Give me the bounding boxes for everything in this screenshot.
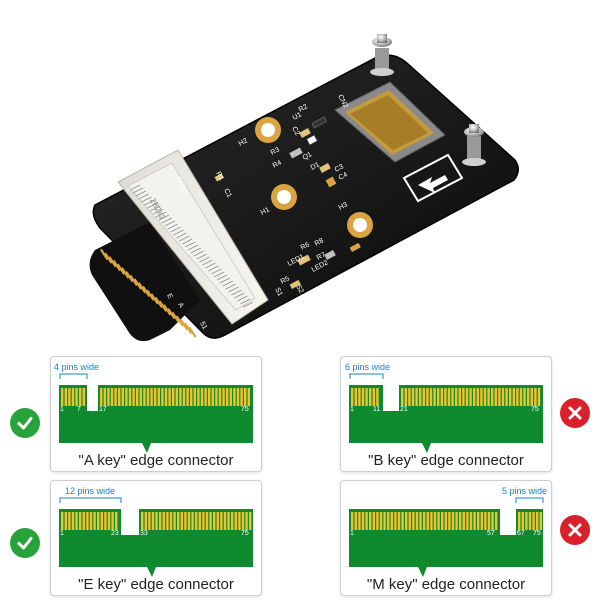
- width-label-a: 4 pins wide: [54, 362, 100, 372]
- silk-h4: H4: [352, 53, 363, 63]
- silk-r1: R1: [214, 171, 224, 182]
- pins-left-e: [61, 512, 118, 530]
- pins-right-b: [401, 388, 541, 406]
- pin-num-e-left-end: 23: [111, 530, 119, 537]
- check-icon: [10, 408, 40, 438]
- silk-a-mark: A: [176, 302, 185, 310]
- pcb-shape-b: [349, 385, 543, 453]
- silk-c4: C4: [338, 171, 349, 181]
- connector-diagram-e: [59, 497, 253, 577]
- adapter-board-illustration: CN1 CN2 H1 H2 H3 H4 R1 R2 R3 R4 C1 C2 S1…: [89, 34, 519, 342]
- sim-card-holder: [334, 81, 446, 163]
- silk-c3: C3: [334, 163, 345, 173]
- pin-num-m-last: 75: [533, 530, 541, 537]
- pin-num-m-left-end: 57: [487, 530, 495, 537]
- width-label-m: 5 pins wide: [502, 486, 548, 496]
- silk-h2: H2: [238, 137, 249, 147]
- pin-num-a-right-start: 17: [99, 406, 107, 413]
- silk-s1: S1: [273, 287, 283, 298]
- pin-num-e-first: 1: [60, 530, 64, 537]
- connector-diagram-b: [349, 373, 543, 453]
- silk-h3: H3: [338, 201, 349, 211]
- silk-d1: D1: [310, 161, 321, 171]
- connector-diagram-a: [59, 373, 253, 453]
- mounting-hole-h3: [347, 212, 373, 238]
- silk-r2: R2: [298, 103, 309, 113]
- caption-m-key: "M key" edge connector: [366, 576, 526, 593]
- silk-r4: R4: [272, 159, 283, 169]
- pins-right-e: [141, 512, 252, 530]
- mini-pcie-slot: [117, 149, 269, 325]
- silk-r5: R5: [280, 275, 291, 285]
- silk-r6: R6: [300, 241, 311, 251]
- pins-left-a: [61, 388, 85, 406]
- pin-num-e-right-start: 33: [140, 530, 148, 537]
- pins-right-m: [518, 512, 542, 530]
- bracket-b: [349, 373, 384, 379]
- pcb-shape-m: [349, 509, 543, 577]
- caption-a-key: "A key" edge connector: [78, 452, 234, 469]
- connector-panel-a-key: 4 pins wide 1 7 17 75 "A key" edge conne…: [50, 356, 262, 472]
- pin-num-a-first: 1: [60, 406, 64, 413]
- silk-e-mark: E: [165, 293, 174, 301]
- caption-b-key: "B key" edge connector: [368, 452, 524, 469]
- silk-r3: R3: [270, 146, 281, 156]
- x-icon: [560, 515, 590, 545]
- check-icon: [10, 528, 40, 558]
- silk-c2: C2: [290, 126, 300, 137]
- mounting-hole-h1: [271, 184, 297, 210]
- pins-left-b: [351, 388, 379, 406]
- connector-panel-b-key: 6 pins wide 1 11 21 75 "B key" edge conn…: [340, 356, 552, 472]
- edge-connector-gold-fingers: [100, 248, 197, 338]
- pin-num-m-right-start: 67: [517, 530, 525, 537]
- pin-num-a-left-end: 7: [77, 406, 81, 413]
- silk-pin-end: 51: [198, 321, 208, 331]
- pin-num-b-last: 75: [531, 406, 539, 413]
- width-label-b: 6 pins wide: [345, 362, 391, 372]
- standoff-screw-top: [370, 34, 394, 76]
- caption-e-key: "E key" edge connector: [78, 576, 234, 593]
- silk-u1: U1: [292, 111, 303, 121]
- silk-h1: H1: [260, 206, 271, 216]
- pin-num-m-first: 1: [350, 530, 354, 537]
- pin-num-b-left-end: 11: [373, 406, 381, 413]
- smd-components: [214, 116, 361, 289]
- x-icon: [560, 398, 590, 428]
- mounting-hole-h2: [255, 117, 281, 143]
- silk-s2: S2: [294, 284, 304, 295]
- pins-right-a: [100, 388, 250, 406]
- pin-num-a-last: 75: [241, 406, 249, 413]
- bracket-e: [59, 497, 122, 503]
- connector-panel-m-key: 5 pins wide 1 57 67 75 "M key" edge conn…: [340, 480, 552, 596]
- silk-c1: C1: [222, 188, 232, 199]
- connector-panel-e-key: 12 pins wide 1 23 33 75 "E key" edge con…: [50, 480, 262, 596]
- connector-diagram-m: [349, 497, 544, 577]
- bracket-m: [515, 497, 544, 503]
- pin-num-b-right-start: 21: [400, 406, 408, 413]
- bracket-a: [59, 373, 88, 379]
- pin-num-e-last: 75: [241, 530, 249, 537]
- silk-r8: R8: [314, 237, 325, 247]
- arrow-left-icon: [402, 153, 464, 203]
- silk-q1: Q1: [302, 151, 314, 162]
- edge-connector-tab: [89, 222, 200, 342]
- standoff-screw-right: [462, 124, 486, 166]
- silk-r7: R7: [316, 251, 327, 261]
- pins-left-m: [351, 512, 498, 530]
- width-label-e: 12 pins wide: [65, 486, 116, 496]
- silk-pin-start: 1: [125, 186, 133, 193]
- pin-num-b-first: 1: [350, 406, 354, 413]
